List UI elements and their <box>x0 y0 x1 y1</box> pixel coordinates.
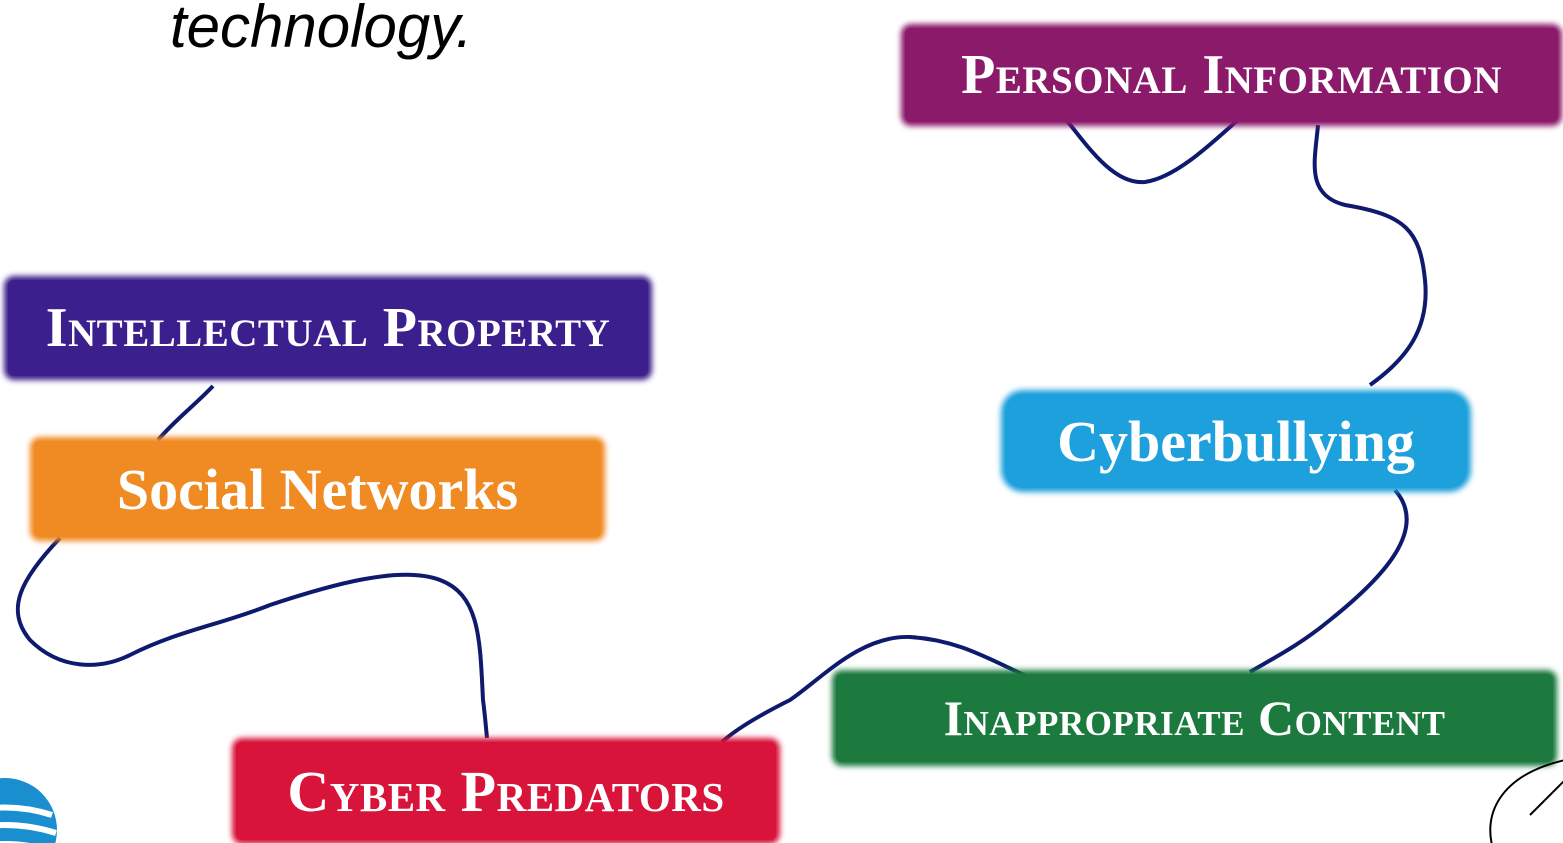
topic-cyber-predators: Cyber Predators <box>236 742 776 840</box>
globe-logo-icon <box>0 778 57 843</box>
topic-cyberbullying: Cyberbullying <box>1005 394 1467 488</box>
connector-personal-loop <box>1063 116 1242 185</box>
topic-inappropriate-content: Inappropriate Content <box>836 674 1553 762</box>
connector-personal-to-cyberbullying <box>1312 124 1428 387</box>
connector-inappropriate-to-predators <box>720 634 1036 744</box>
connector-social-to-predators <box>15 536 489 739</box>
topic-social-networks: Social Networks <box>34 441 601 537</box>
topic-intellectual-property: Intellectual Property <box>8 280 648 376</box>
connector-cyberbullying-to-inappropriate <box>1248 488 1409 674</box>
curved-line-mark-icon <box>1489 759 1563 843</box>
connector-intellectual-to-social <box>156 384 215 442</box>
topic-personal-information: Personal Information <box>905 28 1558 122</box>
heading-fragment: technology. <box>170 0 473 60</box>
